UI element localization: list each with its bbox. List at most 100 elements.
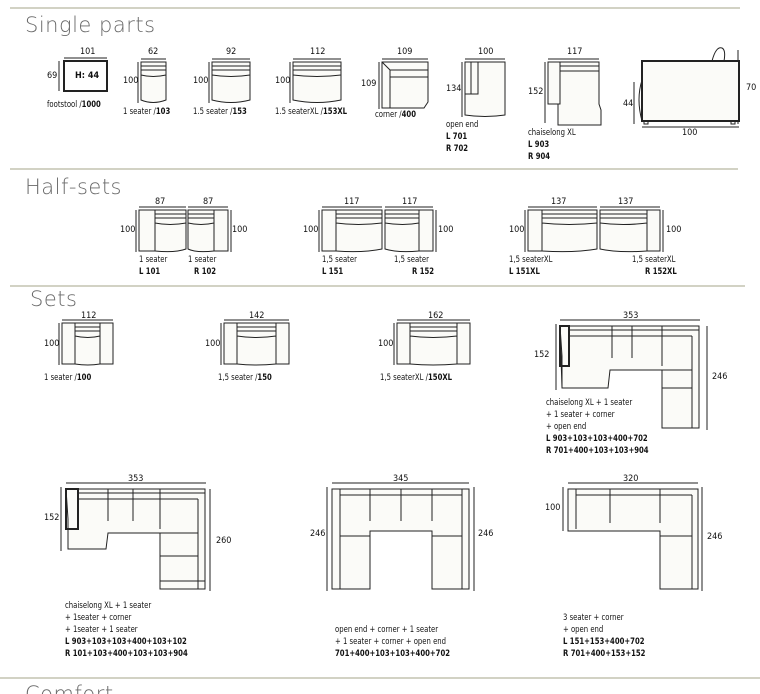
divider: [10, 285, 745, 287]
seater-caption: 1.5 seater /153: [193, 107, 247, 117]
depth-dim: 100: [120, 225, 136, 235]
width-dim: 100: [682, 128, 698, 138]
corner-caption: corner /400: [375, 110, 416, 120]
footstool-drawing: [58, 57, 108, 92]
seater-caption: 1.5 seaterXL /153XL: [275, 107, 348, 117]
width-dim: 112: [310, 47, 326, 57]
open-end-caption: open end: [446, 120, 479, 130]
set-drawing: [562, 482, 703, 591]
depth-dim: 152: [534, 350, 550, 360]
half-set-code: R 152XL: [645, 267, 677, 277]
seater-caption: 1 seater /103: [123, 107, 171, 117]
chaiselong-code-left: L 903: [528, 140, 550, 150]
seater-drawing: [137, 58, 167, 103]
width-dim: 87: [203, 197, 214, 207]
open-end-code-right: R 702: [446, 144, 469, 154]
seater-drawing: [289, 58, 342, 103]
half-set-code: R 102: [194, 267, 217, 277]
half-set-drawing: [135, 206, 187, 253]
set-caption: 1,5 seaterXL /150XL: [380, 373, 453, 383]
set-caption-line: + open end: [546, 422, 587, 432]
half-set-label: 1 seater: [139, 255, 168, 265]
width-dim: 109: [397, 47, 413, 57]
set-drawing: [220, 319, 290, 366]
set-code-left: L 903+103+103+400+702: [546, 434, 648, 444]
width-dim: 117: [567, 47, 583, 57]
depth-dim: 100: [378, 339, 394, 349]
width-dim: 320: [623, 474, 639, 484]
width-dim: 117: [344, 197, 360, 207]
width-dim: 100: [478, 47, 494, 57]
section-title-single-parts: Single parts: [25, 13, 156, 37]
width-dim: 101: [80, 47, 96, 57]
width-dim: 142: [249, 311, 265, 321]
set-code-right: R 701+400+153+152: [563, 649, 646, 659]
set-caption-line: + 1seater + 1 seater: [65, 625, 138, 635]
half-set-drawing: [187, 206, 232, 253]
width-dim: 87: [155, 197, 166, 207]
half-set-code: L 151XL: [509, 267, 540, 277]
chaiselong-caption: chaiselong XL: [528, 128, 576, 138]
depth-dim-2: 246: [712, 372, 728, 382]
set-drawing: [60, 482, 211, 591]
half-set-code: L 101: [139, 267, 161, 277]
width-dim: 62: [148, 47, 159, 57]
section-title-half-sets: Half-sets: [25, 175, 123, 199]
set-code-right: R 701+400+103+103+904: [546, 446, 649, 456]
depth-dim: 246: [310, 529, 326, 539]
set-code-left: L 903+103+103+400+103+102: [65, 637, 187, 647]
height-label: H: 44: [75, 71, 100, 81]
set-caption-line: + 1 seater + corner: [546, 410, 615, 420]
width-dim: 353: [128, 474, 144, 484]
set-drawing: [393, 319, 471, 366]
set-drawing: [326, 482, 475, 591]
half-set-label: 1,5 seater: [322, 255, 357, 265]
depth-dim-2: 246: [478, 529, 494, 539]
open-end-drawing: [461, 58, 506, 117]
section-title-sets: Sets: [30, 287, 78, 311]
set-drawing: [555, 319, 708, 430]
set-caption-line: 3 seater + corner: [563, 613, 624, 623]
width-dim: 112: [81, 311, 97, 321]
depth-dim: 100: [205, 339, 221, 349]
divider: [10, 168, 738, 170]
seat-height-dim: 44: [623, 99, 634, 109]
depth-dim: 152: [528, 87, 544, 97]
set-drawing: [58, 319, 114, 366]
width-dim: 137: [618, 197, 634, 207]
half-set-label: 1,5 seaterXL: [509, 255, 553, 265]
height-dim: 70: [746, 83, 757, 93]
depth-dim: 109: [361, 79, 377, 89]
depth-dim: 100: [438, 225, 454, 235]
set-code-right: R 101+103+400+103+103+904: [65, 649, 188, 659]
half-set-drawing: [524, 206, 598, 253]
width-dim: 345: [393, 474, 409, 484]
set-caption: 1,5 seater /150: [218, 373, 272, 383]
set-caption-line: open end + corner + 1 seater: [335, 625, 439, 635]
chaiselong-drawing: [544, 58, 602, 126]
side-view-drawing: [633, 47, 740, 128]
half-set-label: 1,5 seaterXL: [632, 255, 676, 265]
section-title-comfort: Comfort: [25, 682, 114, 694]
width-dim: 92: [226, 47, 237, 57]
depth-dim: 69: [47, 71, 58, 81]
set-code: 701+400+103+103+400+702: [335, 649, 451, 659]
depth-dim: 100: [509, 225, 525, 235]
half-set-drawing: [384, 206, 437, 253]
depth-dim: 100: [303, 225, 319, 235]
chaiselong-code-right: R 904: [528, 152, 551, 162]
set-caption-line: + 1 seater + corner + open end: [335, 637, 447, 647]
width-dim: 137: [551, 197, 567, 207]
depth-dim: 100: [123, 76, 139, 86]
depth-dim: 100: [666, 225, 682, 235]
set-caption: 1 seater /100: [44, 373, 92, 383]
half-set-drawing: [599, 206, 664, 253]
open-end-code-left: L 701: [446, 132, 468, 142]
seater-drawing: [208, 58, 251, 103]
width-dim: 117: [402, 197, 418, 207]
half-set-drawing: [318, 206, 383, 253]
set-caption-line: + 1seater + corner: [65, 613, 132, 623]
corner-drawing: [378, 58, 429, 109]
half-set-label: 1 seater: [188, 255, 217, 265]
